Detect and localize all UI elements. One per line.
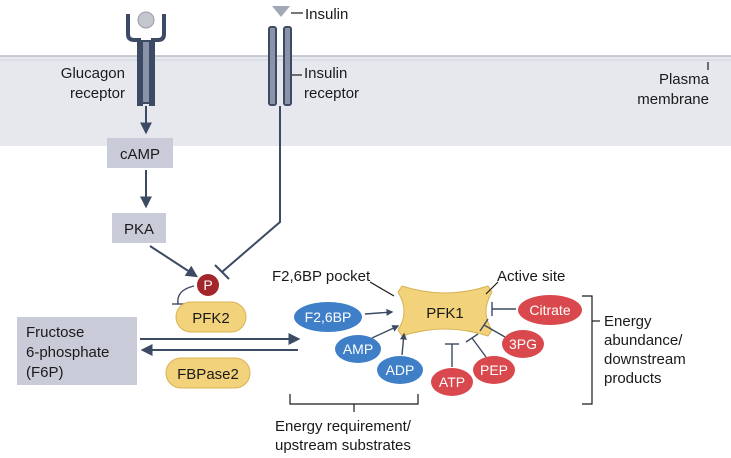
citrate-label: Citrate [529, 302, 570, 318]
active-site-leader [485, 281, 499, 295]
pocket-label: F2,6BP pocket [272, 268, 371, 285]
plasma-membrane-label-2: membrane [637, 91, 709, 108]
atp-label: ATP [439, 374, 465, 390]
adp-activation-arrow [399, 332, 407, 356]
right-label-3: downstream [604, 351, 686, 368]
phospho-autoinhibit-arc [177, 285, 195, 305]
pka-to-phospho-arrow [149, 245, 199, 278]
atp-node [431, 368, 473, 396]
f6p-box [17, 317, 137, 385]
phosphate-node [197, 274, 219, 296]
insulin-inhibition-bar [214, 264, 230, 280]
glucagon-receptor-label-2: receptor [70, 85, 125, 102]
pka-label: PKA [124, 221, 154, 238]
glucagon-receptor-icon [126, 11, 166, 106]
pka-box [112, 213, 166, 243]
f26bp-node [294, 302, 362, 332]
pep-label: PEP [480, 362, 508, 378]
bottom-bracket [289, 394, 419, 405]
insulin-inhibition-line [221, 106, 281, 273]
amp-label: AMP [343, 341, 373, 357]
insulin-label: Insulin [305, 6, 348, 23]
insulin-ligand-icon [272, 6, 290, 17]
camp-box [107, 138, 173, 168]
pocket-leader [369, 281, 395, 297]
3pg-label: 3PG [509, 336, 537, 352]
bottom-label-1: Energy requirement/ [275, 418, 412, 435]
pep-inhibition-line [471, 337, 487, 358]
plasma-membrane-label-1: Plasma [659, 71, 710, 88]
insulin-receptor-icon [268, 26, 292, 106]
citrate-node [518, 295, 582, 325]
bottom-label-2: upstream substrates [275, 437, 411, 454]
3pg-inhibition-bar [479, 318, 489, 332]
f6p-label-2: 6-phosphate [26, 344, 109, 361]
phosphate-label: P [203, 277, 212, 293]
amp-activation-arrow [371, 325, 400, 339]
f26bp-label: F2,6BP [305, 309, 352, 325]
pfk2-label: PFK2 [192, 310, 230, 327]
pep-inhibition-bar [465, 333, 479, 343]
fbpase2-node [165, 357, 251, 389]
pep-node [473, 356, 515, 384]
pfk1-label: PFK1 [426, 305, 464, 322]
pfk1-node [397, 285, 493, 337]
f6p-label-1: Fructose [26, 324, 84, 341]
insulin-receptor-label-1: Insulin [304, 65, 347, 82]
amp-node [335, 335, 381, 363]
active-site-label: Active site [497, 268, 565, 285]
pfk2-node [175, 301, 247, 333]
f6p-label-3: (F6P) [26, 364, 64, 381]
glucagon-receptor-label-1: Glucagon [61, 65, 125, 82]
3pg-inhibition-line [483, 324, 506, 338]
right-label-2: abundance/ [604, 332, 683, 349]
plasma-membrane-band [0, 56, 731, 146]
insulin-receptor-label-2: receptor [304, 85, 359, 102]
adp-label: ADP [386, 362, 415, 378]
right-label-1: Energy [604, 313, 652, 330]
adp-node [377, 356, 423, 384]
right-bracket [582, 295, 593, 405]
camp-label: cAMP [120, 146, 160, 163]
right-label-4: products [604, 370, 662, 387]
fbpase2-label: FBPase2 [177, 366, 239, 383]
3pg-node [502, 330, 544, 358]
f26bp-activation-arrow [364, 308, 394, 316]
